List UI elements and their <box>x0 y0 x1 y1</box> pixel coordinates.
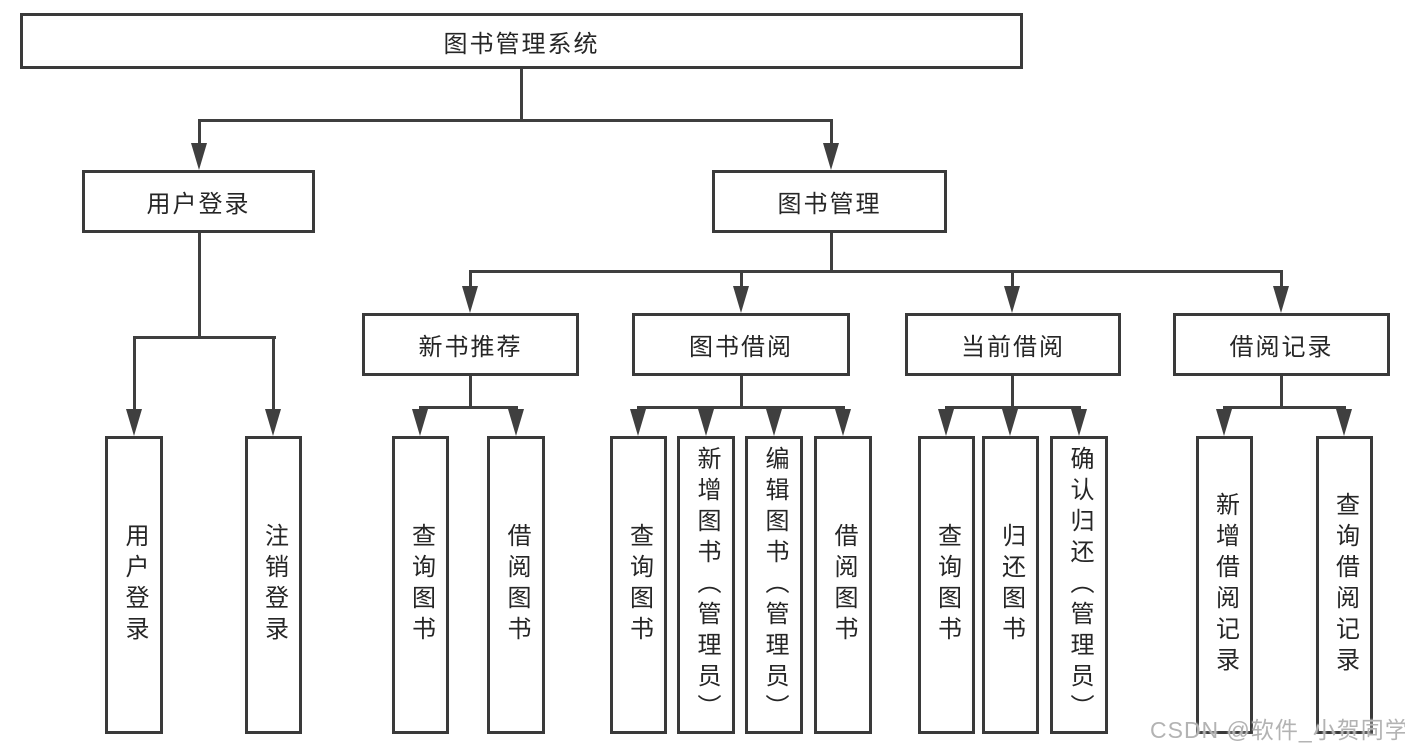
node-user-login: 用户登录 <box>82 170 315 233</box>
node-leaf-bb-borrow-books: 借阅图书 <box>814 436 872 734</box>
node-book-mgmt-label: 图书管理 <box>777 191 882 218</box>
connector-borrow-rail <box>636 406 845 409</box>
node-root: 图书管理系统 <box>20 13 1023 69</box>
node-book-borrow: 图书借阅 <box>632 313 850 376</box>
arrow-down-icon <box>630 409 646 436</box>
node-current-borrow-label: 当前借阅 <box>961 334 1065 361</box>
connector-records-stem <box>1280 376 1283 409</box>
node-borrow-records: 借阅记录 <box>1173 313 1390 376</box>
node-leaf-br-add-record-label: 新增借阅记录 <box>1211 492 1239 678</box>
arrow-down-icon <box>1071 409 1087 436</box>
arrow-down-icon <box>823 143 839 170</box>
node-leaf-br-query-record: 查询借阅记录 <box>1316 436 1373 734</box>
connector-records-drop <box>1279 270 1283 289</box>
node-leaf-logout: 注销登录 <box>245 436 302 734</box>
node-leaf-cb-return-books: 归还图书 <box>982 436 1039 734</box>
connector-newrec-rail <box>418 406 518 409</box>
arrow-down-icon <box>1216 409 1232 436</box>
connector-newrec-stem <box>469 376 472 409</box>
connector-records-rail <box>1222 406 1346 409</box>
arrow-down-icon <box>766 409 782 436</box>
arrow-down-icon <box>835 409 851 436</box>
node-leaf-cb-return-books-label: 归还图书 <box>997 523 1025 647</box>
connector-level1-rail <box>197 119 833 122</box>
node-new-book-rec: 新书推荐 <box>362 313 579 376</box>
connector-level2-rail <box>468 270 1283 273</box>
connector-root-stem <box>519 69 523 122</box>
node-leaf-bb-borrow-books-label: 借阅图书 <box>830 523 857 647</box>
node-leaf-user-login-label: 用户登录 <box>121 523 148 647</box>
connector-userlogin-rail <box>132 336 276 339</box>
node-leaf-cb-confirm-return: 确认归还（管理员） <box>1050 436 1108 734</box>
connector-userlogin-stem <box>197 233 201 339</box>
connector-borrow-drop <box>739 270 743 289</box>
node-book-mgmt: 图书管理 <box>712 170 947 233</box>
node-leaf-bb-add-books-label: 新增图书（管理员） <box>693 445 720 725</box>
node-user-login-label: 用户登录 <box>146 191 251 218</box>
node-leaf-br-query-record-label: 查询借阅记录 <box>1331 492 1359 678</box>
connector-bookmgmt-drop <box>829 119 833 146</box>
node-leaf-br-add-record: 新增借阅记录 <box>1196 436 1253 734</box>
node-leaf-rec-borrow-books: 借阅图书 <box>487 436 545 734</box>
arrow-down-icon <box>1002 409 1018 436</box>
node-leaf-cb-query-books-label: 查询图书 <box>933 523 961 647</box>
arrow-down-icon <box>462 286 478 313</box>
node-leaf-rec-query-books: 查询图书 <box>392 436 449 734</box>
connector-userlogin-drop <box>197 119 201 146</box>
node-leaf-bb-edit-books-label: 编辑图书（管理员） <box>761 445 788 725</box>
connector-newrec-drop <box>469 270 472 289</box>
arrow-down-icon <box>412 409 428 436</box>
arrow-down-icon <box>1336 409 1352 436</box>
node-leaf-user-login: 用户登录 <box>105 436 163 734</box>
arrow-down-icon <box>265 409 281 436</box>
connector-current-rail <box>944 406 1081 409</box>
node-leaf-rec-query-books-label: 查询图书 <box>407 523 435 647</box>
arrow-down-icon <box>126 409 142 436</box>
arrow-down-icon <box>698 409 714 436</box>
connector-logout-drop <box>271 336 275 410</box>
arrow-down-icon <box>733 286 749 313</box>
node-leaf-cb-query-books: 查询图书 <box>918 436 975 734</box>
node-leaf-rec-borrow-books-label: 借阅图书 <box>503 523 530 647</box>
arrow-down-icon <box>938 409 954 436</box>
arrow-down-icon <box>191 143 207 170</box>
node-leaf-bb-query-books-label: 查询图书 <box>625 523 653 647</box>
node-current-borrow: 当前借阅 <box>905 313 1121 376</box>
watermark-text: CSDN @软件_小贺同学 <box>1150 717 1405 743</box>
node-leaf-cb-confirm-return-label: 确认归还（管理员） <box>1066 445 1093 725</box>
arrow-down-icon <box>1273 286 1289 313</box>
node-leaf-bb-edit-books: 编辑图书（管理员） <box>745 436 803 734</box>
node-borrow-records-label: 借阅记录 <box>1229 334 1334 361</box>
connector-bookmgmt-stem <box>829 233 833 273</box>
connector-borrow-stem <box>739 376 743 409</box>
arrow-down-icon <box>508 409 524 436</box>
node-book-borrow-label: 图书借阅 <box>689 334 793 361</box>
node-leaf-bb-query-books: 查询图书 <box>610 436 667 734</box>
node-leaf-logout-label: 注销登录 <box>260 523 288 647</box>
arrow-down-icon <box>1004 286 1020 313</box>
node-new-book-rec-label: 新书推荐 <box>418 334 523 361</box>
node-leaf-bb-add-books: 新增图书（管理员） <box>677 436 735 734</box>
connector-current-drop <box>1010 270 1014 289</box>
connector-login-drop <box>132 336 136 410</box>
connector-current-stem <box>1010 376 1014 409</box>
node-root-label: 图书管理系统 <box>443 30 600 58</box>
